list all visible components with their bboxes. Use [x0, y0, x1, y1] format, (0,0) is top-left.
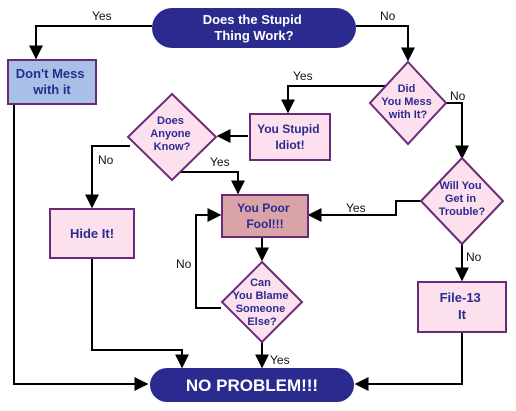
stupid-idiot-line-1: You Stupid: [257, 122, 319, 136]
svg-text:Don't Mess with it: Don't Mess with it: [16, 66, 88, 97]
blame-diamond: Can You Blame Someone Else?: [220, 260, 304, 344]
label-trouble-yes: Yes: [346, 201, 366, 215]
label-know-yes: Yes: [210, 155, 230, 169]
blame-line-3: Someone: [236, 303, 286, 315]
edge-trouble-yes: [307, 200, 421, 222]
label-start-no: No: [380, 9, 396, 23]
no-problem-line-1: NO PROBLEM!!!: [186, 376, 318, 395]
dont-mess-line-1: Don't Mess: [16, 66, 85, 81]
label-trouble-no: No: [466, 250, 482, 264]
dont-mess-box: Don't Mess with it: [7, 59, 97, 105]
no-problem-node: NO PROBLEM!!!: [150, 368, 354, 402]
blame-line-2: You Blame: [232, 290, 288, 302]
trouble-line-2: Get in: [445, 193, 476, 205]
svg-text:Did You Mess with: Did You Mess with It?: [381, 83, 435, 121]
did-you-mess-line-2: You Mess: [381, 96, 432, 108]
svg-text:You Poor Fool!!!: You Poor Fool!!!: [237, 201, 293, 231]
trouble-line-3: Trouble?: [439, 206, 486, 218]
anyone-know-diamond: Does Anyone Know?: [126, 92, 218, 182]
trouble-line-1: Will You: [439, 180, 481, 192]
label-start-yes: Yes: [92, 9, 112, 23]
svg-text:Can You Blame Some: Can You Blame Someone Else?: [232, 277, 291, 328]
edge-mess-no: [446, 102, 469, 160]
start-line-2: Thing Work?: [214, 28, 293, 43]
edge-dontmess-noproblem: [13, 102, 149, 391]
edge-blame-no: [195, 208, 222, 309]
stupid-idiot-line-2: Idiot!: [275, 138, 304, 152]
start-node: Does the Stupid Thing Work?: [152, 8, 356, 48]
trouble-diamond: Will You Get in Trouble?: [419, 156, 505, 246]
did-you-mess-line-3: with It?: [388, 109, 428, 121]
svg-text:You Stupid Idiot!: You Stupid Idiot!: [257, 122, 323, 152]
label-blame-yes: Yes: [270, 353, 290, 367]
blame-line-1: Can: [250, 277, 271, 289]
svg-text:Does Anyone Know?: Does Anyone Know?: [150, 115, 193, 153]
label-mess-yes: Yes: [293, 69, 313, 83]
poor-fool-line-2: Fool!!!: [246, 217, 283, 231]
svg-text:Will You Get in Tr: Will You Get in Trouble?: [439, 180, 486, 218]
edge-start-yes: [29, 25, 152, 60]
label-know-no: No: [98, 153, 114, 167]
dont-mess-line-2: with it: [32, 82, 71, 97]
start-line-1: Does the Stupid: [203, 12, 302, 27]
svg-text:Hide It!: Hide It!: [70, 226, 114, 241]
anyone-know-line-2: Anyone: [150, 128, 190, 140]
edge-start-no: [356, 25, 415, 62]
svg-text:File-13 It: File-13 It: [440, 290, 485, 322]
label-blame-no: No: [176, 257, 192, 271]
hide-it-line-1: Hide It!: [70, 226, 114, 241]
did-you-mess-diamond: Did You Mess with It?: [368, 60, 448, 146]
edge-mess-yes: [281, 85, 408, 114]
file13-line-1: File-13: [440, 290, 481, 305]
file13-box: File-13 It: [417, 281, 507, 333]
stupid-idiot-box: You Stupid Idiot!: [249, 113, 331, 161]
poor-fool-box: You Poor Fool!!!: [221, 194, 309, 238]
edge-know-no: [85, 145, 130, 209]
blame-line-4: Else?: [247, 316, 277, 328]
poor-fool-line-1: You Poor: [237, 201, 290, 215]
svg-text:Does the Stupid Thing Wo: Does the Stupid Thing Work?: [203, 12, 306, 43]
anyone-know-line-3: Know?: [154, 141, 191, 153]
label-mess-no: No: [450, 89, 466, 103]
file13-line-2: It: [458, 307, 467, 322]
hide-it-box: Hide It!: [49, 208, 135, 259]
anyone-know-line-1: Does: [157, 115, 184, 127]
did-you-mess-line-1: Did: [398, 83, 416, 95]
edge-hide-noproblem: [91, 258, 189, 369]
edge-file13-noproblem: [354, 332, 463, 391]
svg-text:NO PROBLEM!!!: NO PROBLEM!!!: [186, 376, 318, 395]
edge-know-yes: [172, 171, 245, 195]
